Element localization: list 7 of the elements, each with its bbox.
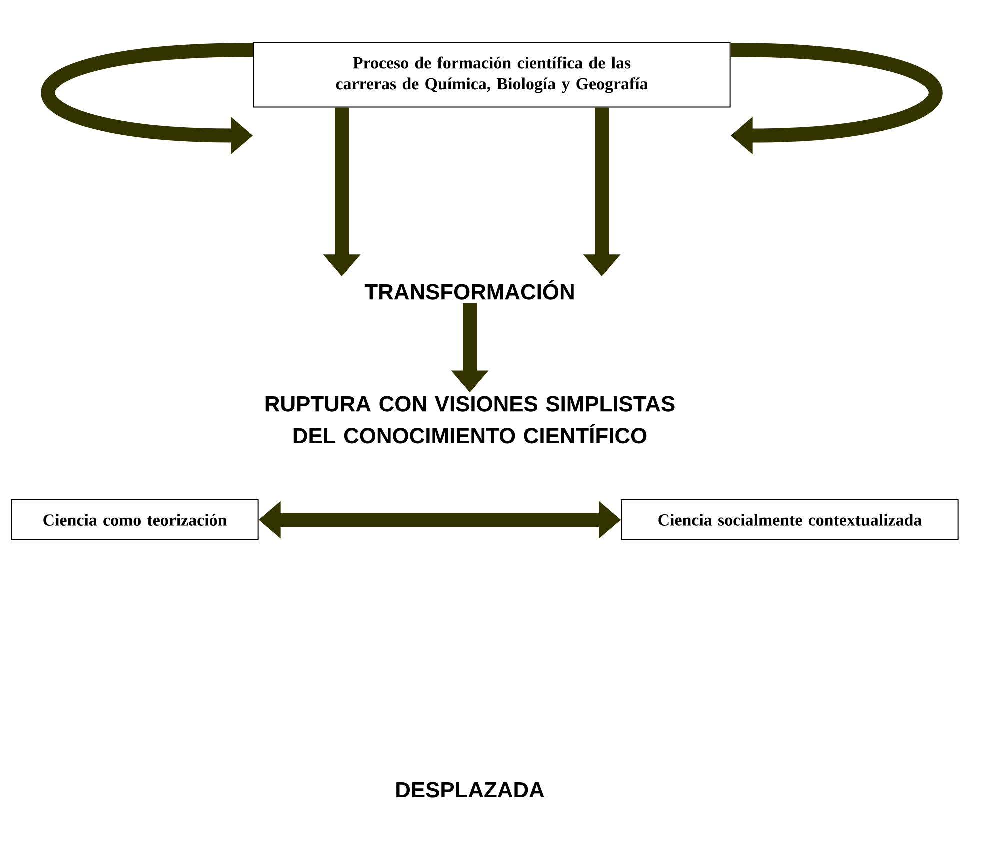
heading-text: TRANSFORMACIÓN	[364, 280, 574, 300]
text-box: Ciencia como teorización	[11, 500, 259, 540]
text-box: Ciencia socialmente contextualizada	[621, 500, 959, 540]
text-box: Proceso de formación científica de las carreras de Química, Biología y Geografía	[253, 42, 731, 108]
heading-text: RUPTURA CON VISIONES SIMPLISTAS DEL CONOCIMIENTO CIENTÍFICO	[266, 396, 675, 444]
heading-text: DESPLAZADA	[396, 782, 544, 798]
curved-arrow	[730, 43, 942, 155]
